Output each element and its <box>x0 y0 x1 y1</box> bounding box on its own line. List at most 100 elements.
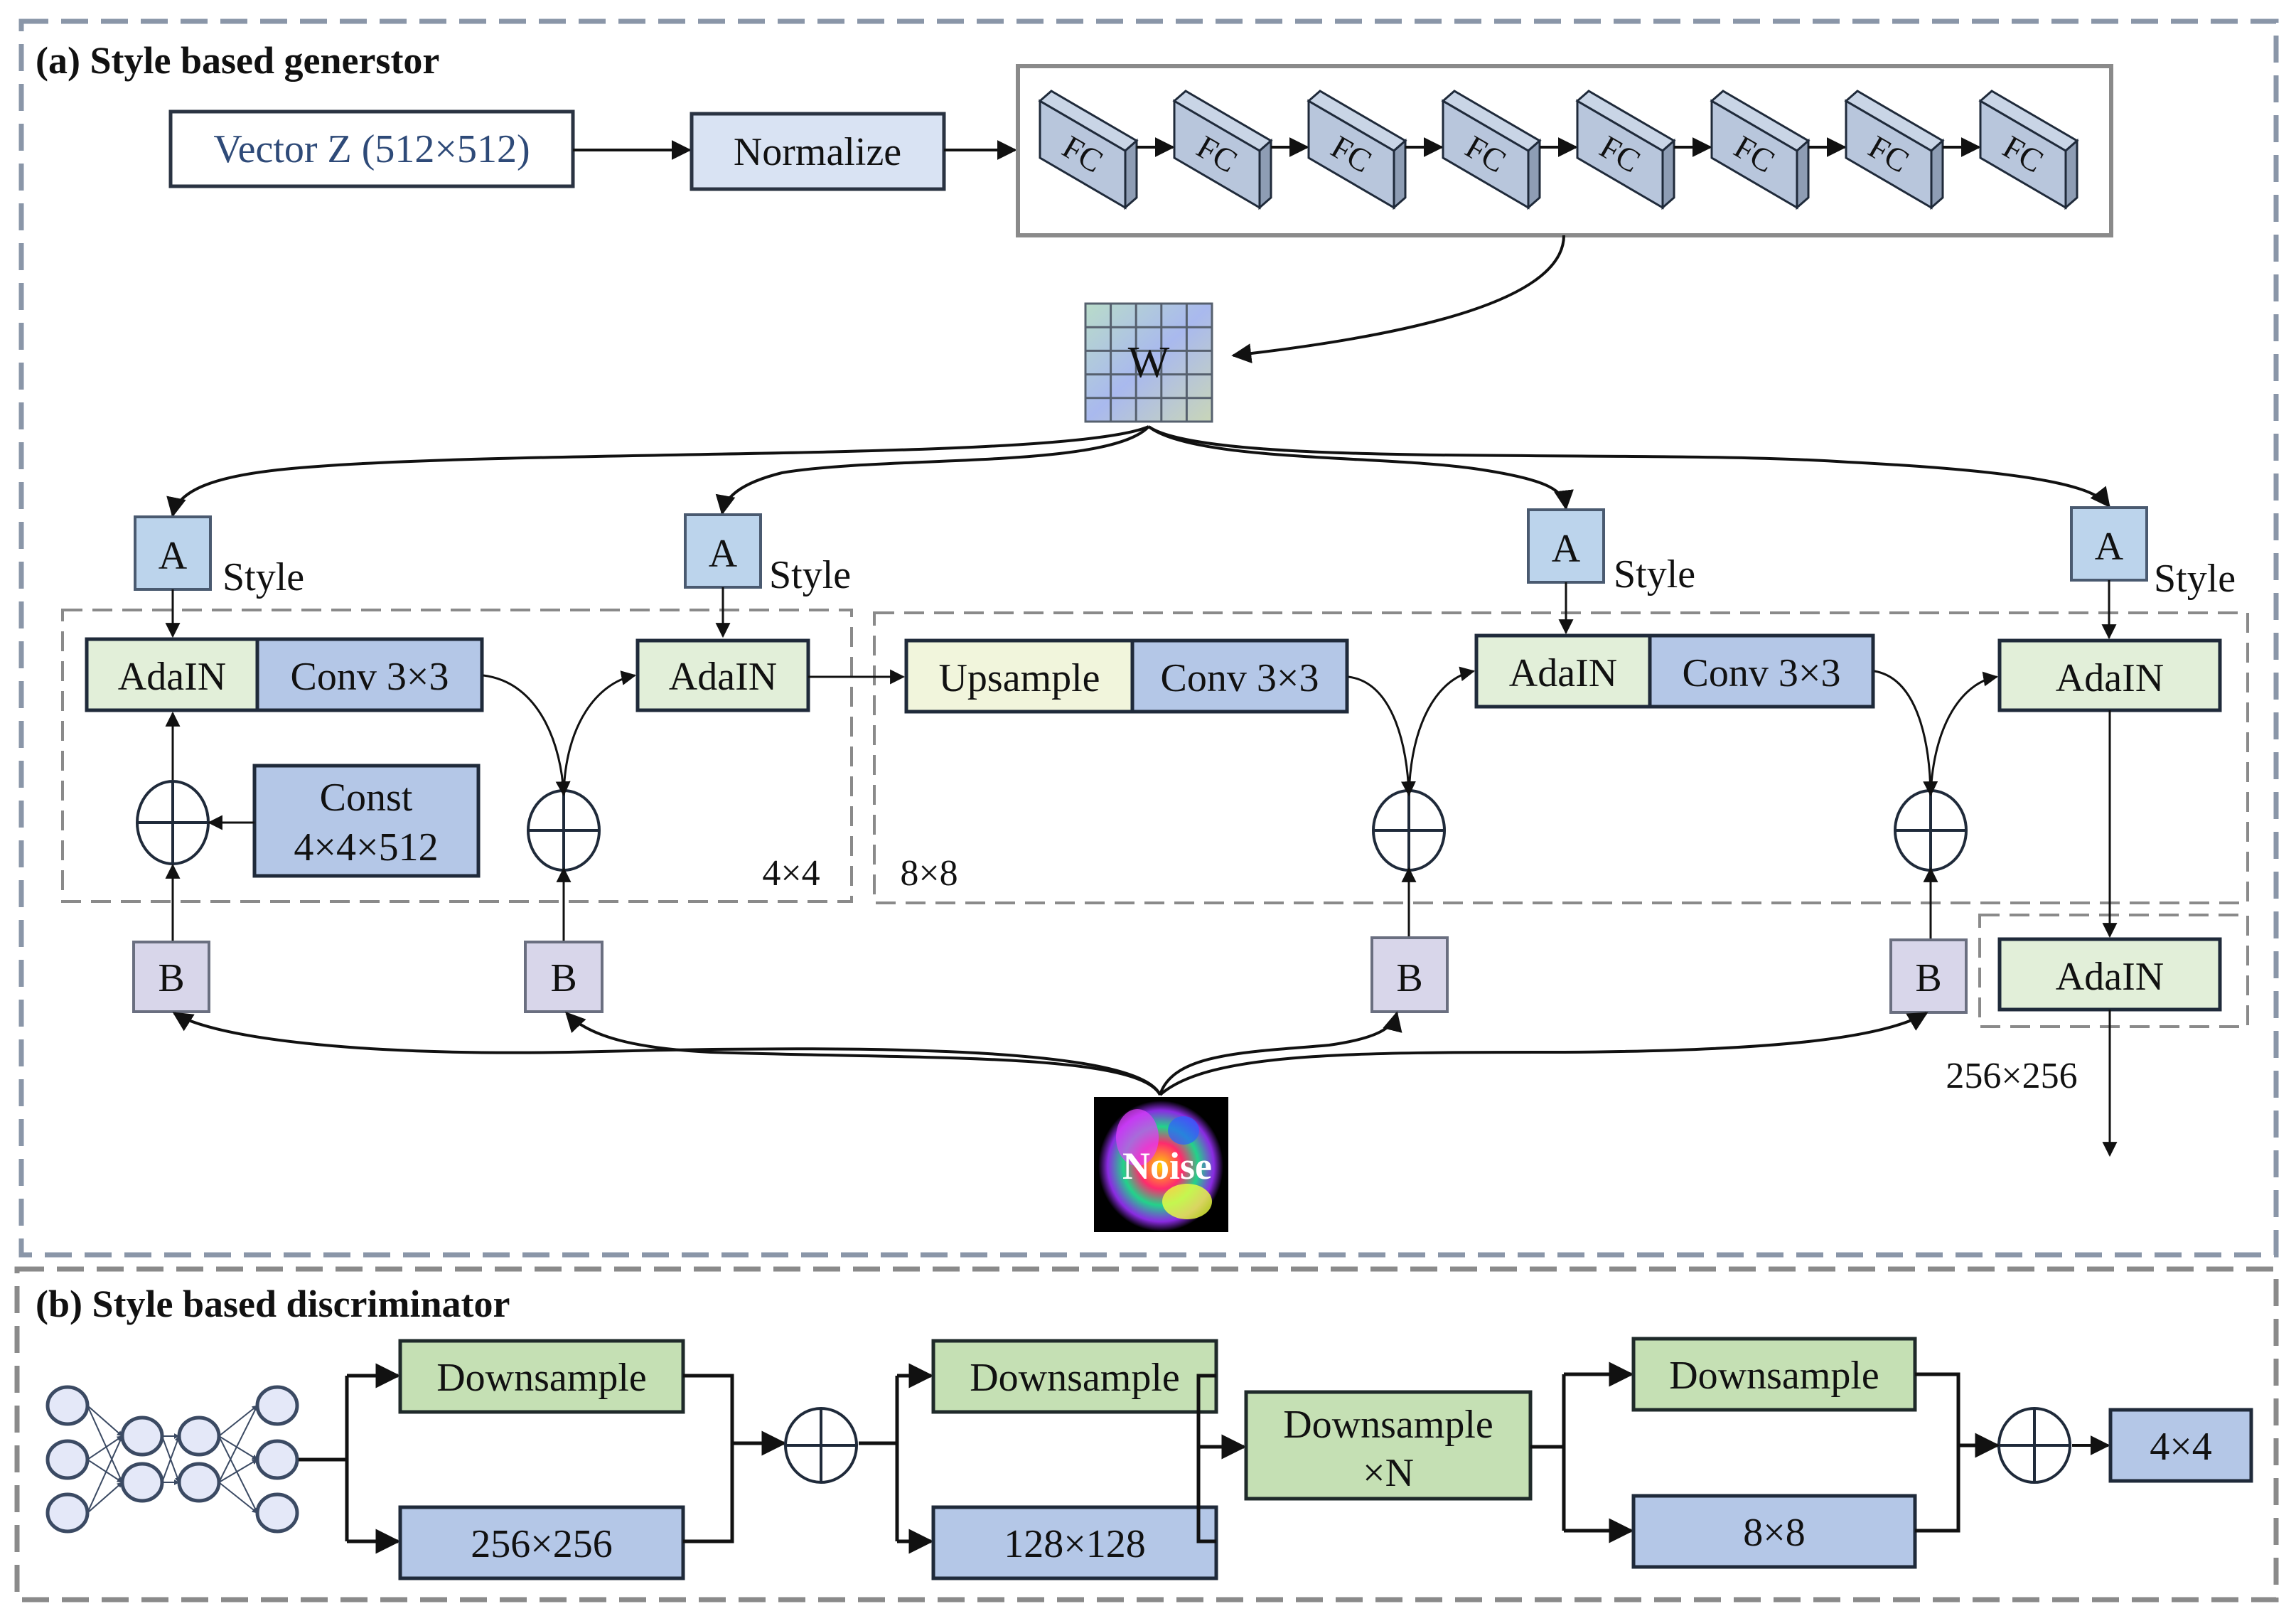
discriminator-panel <box>14 1266 2279 1602</box>
style-label: Style <box>769 553 851 597</box>
neuron-node <box>255 1439 299 1480</box>
disc-res-128: 128×128 <box>931 1505 1218 1580</box>
neuron-node <box>45 1439 90 1480</box>
upsample-label: Upsample <box>938 656 1100 700</box>
adain-label: AdaIN <box>118 655 226 699</box>
svg-text:Downsample: Downsample <box>1283 1403 1493 1447</box>
disc-downsample-1: Downsample <box>398 1339 685 1414</box>
svg-text:B: B <box>1915 956 1941 1000</box>
block-8x8-frame <box>873 611 2249 904</box>
neuron-node <box>120 1462 164 1503</box>
adain-block-2: AdaIN <box>635 638 810 712</box>
noise-label: Noise <box>1122 1145 1212 1187</box>
block-8x8-label: 8×8 <box>900 853 957 894</box>
svg-text:A: A <box>159 534 188 578</box>
noise-b-3: B <box>1370 936 1449 1013</box>
generator-panel <box>18 18 2279 1258</box>
disc-output-4x4: 4×4 <box>2108 1408 2253 1483</box>
svg-text:A: A <box>1552 527 1581 571</box>
svg-text:Const: Const <box>320 776 413 820</box>
arrow-w-to-a2 <box>715 425 1150 515</box>
svg-text:256×256: 256×256 <box>471 1522 613 1566</box>
conv-label: Conv 3×3 <box>1161 656 1319 700</box>
neuron-node <box>45 1492 90 1534</box>
arrow-w-to-a3 <box>1147 425 1574 510</box>
adain-label: AdaIN <box>1509 651 1617 695</box>
disc-downsample-2: Downsample <box>931 1339 1218 1414</box>
arrow-w-to-a1 <box>166 425 1149 518</box>
neuron-node <box>255 1385 299 1426</box>
fc-layer: FC <box>1575 90 1676 210</box>
svg-text:×N: ×N <box>1363 1451 1414 1495</box>
const-block: Const 4×4×512 <box>252 764 481 878</box>
block-4x4-label: 4×4 <box>762 853 820 894</box>
svg-text:4×4: 4×4 <box>2150 1425 2212 1469</box>
svg-text:8×8: 8×8 <box>1743 1511 1806 1555</box>
arrow-mapping-to-w <box>1231 235 1565 364</box>
adain-block-5: AdaIN <box>1997 937 2222 1012</box>
adain-block-4: AdaIN <box>1997 638 2222 712</box>
fc-layer: FC <box>1710 90 1810 210</box>
adder-plus-icon <box>1894 789 1968 872</box>
adder-plus-icon <box>784 1407 858 1484</box>
adder-plus-icon <box>527 789 601 872</box>
svg-text:Downsample: Downsample <box>1669 1354 1879 1398</box>
adain-label: AdaIN <box>2056 656 2164 700</box>
neuron-node <box>177 1462 221 1503</box>
neuron-node <box>255 1492 299 1534</box>
discriminator-title: (b) Style based discriminator <box>36 1283 510 1325</box>
neuron-node <box>120 1416 164 1457</box>
adain-label: AdaIN <box>2056 955 2164 999</box>
neuron-node <box>45 1385 90 1426</box>
noise-b-4: B <box>1889 938 1968 1014</box>
discriminator-adders <box>784 1407 2071 1484</box>
style-a-1: A Style <box>134 515 304 599</box>
svg-text:Downsample: Downsample <box>436 1356 647 1400</box>
adain-label: AdaIN <box>669 655 777 699</box>
vector-z-box <box>168 109 575 188</box>
adder-plus-icon <box>136 780 210 865</box>
generator-adders <box>136 780 1968 872</box>
output-resolution-label: 256×256 <box>1946 1056 2077 1096</box>
normalize-label: Normalize <box>734 130 901 174</box>
disc-downsample-n: Downsample ×N <box>1244 1390 1533 1501</box>
fc-layer: FC <box>1441 90 1542 210</box>
neural-network-icon <box>45 1385 299 1534</box>
svg-text:A: A <box>709 532 738 576</box>
disc-res-256: 256×256 <box>398 1505 685 1580</box>
w-latent-grid: W <box>1084 302 1213 423</box>
adain-conv-block-3: AdaIN Conv 3×3 <box>1474 633 1875 709</box>
style-label: Style <box>1614 552 1695 596</box>
svg-text:B: B <box>158 956 184 1000</box>
block-256-frame <box>1978 914 2249 1028</box>
neuron-node <box>177 1416 221 1457</box>
svg-text:B: B <box>550 956 576 1000</box>
noise-b-1: B <box>132 941 210 1013</box>
svg-text:4×4×512: 4×4×512 <box>294 825 438 869</box>
conv-label: Conv 3×3 <box>1683 651 1841 695</box>
noise-b-2: B <box>524 941 603 1013</box>
fc-layer: FC <box>1307 90 1407 210</box>
svg-text:A: A <box>2095 525 2124 569</box>
w-label: W <box>1128 338 1170 387</box>
style-a-3: A Style <box>1527 508 1695 596</box>
adder-plus-icon <box>1997 1407 2071 1484</box>
vector-z-label: Vector Z (512×512) <box>213 127 530 171</box>
disc-downsample-3: Downsample <box>1631 1337 1917 1412</box>
style-label: Style <box>2154 557 2236 601</box>
fc-layer: FC <box>1038 90 1139 210</box>
arrow-w-to-a4 <box>1147 425 2110 508</box>
adder-plus-icon <box>1372 789 1446 872</box>
generator-title: (a) Style based generstor <box>36 39 439 82</box>
conv-label: Conv 3×3 <box>291 655 449 699</box>
fc-layer: FC <box>1844 90 1945 210</box>
fc-layer: FC <box>1172 90 1273 210</box>
noise-image: Noise <box>1094 1097 1228 1232</box>
fc-layer: FC <box>1978 90 2079 210</box>
block-4x4-frame <box>61 609 853 903</box>
fc-layer-group: FC FC FC FC FC FC FC FC <box>1038 90 2079 210</box>
upsample-conv-block: Upsample Conv 3×3 <box>904 638 1349 714</box>
svg-text:128×128: 128×128 <box>1004 1522 1146 1566</box>
style-label: Style <box>222 555 304 599</box>
svg-text:Downsample: Downsample <box>970 1356 1180 1400</box>
